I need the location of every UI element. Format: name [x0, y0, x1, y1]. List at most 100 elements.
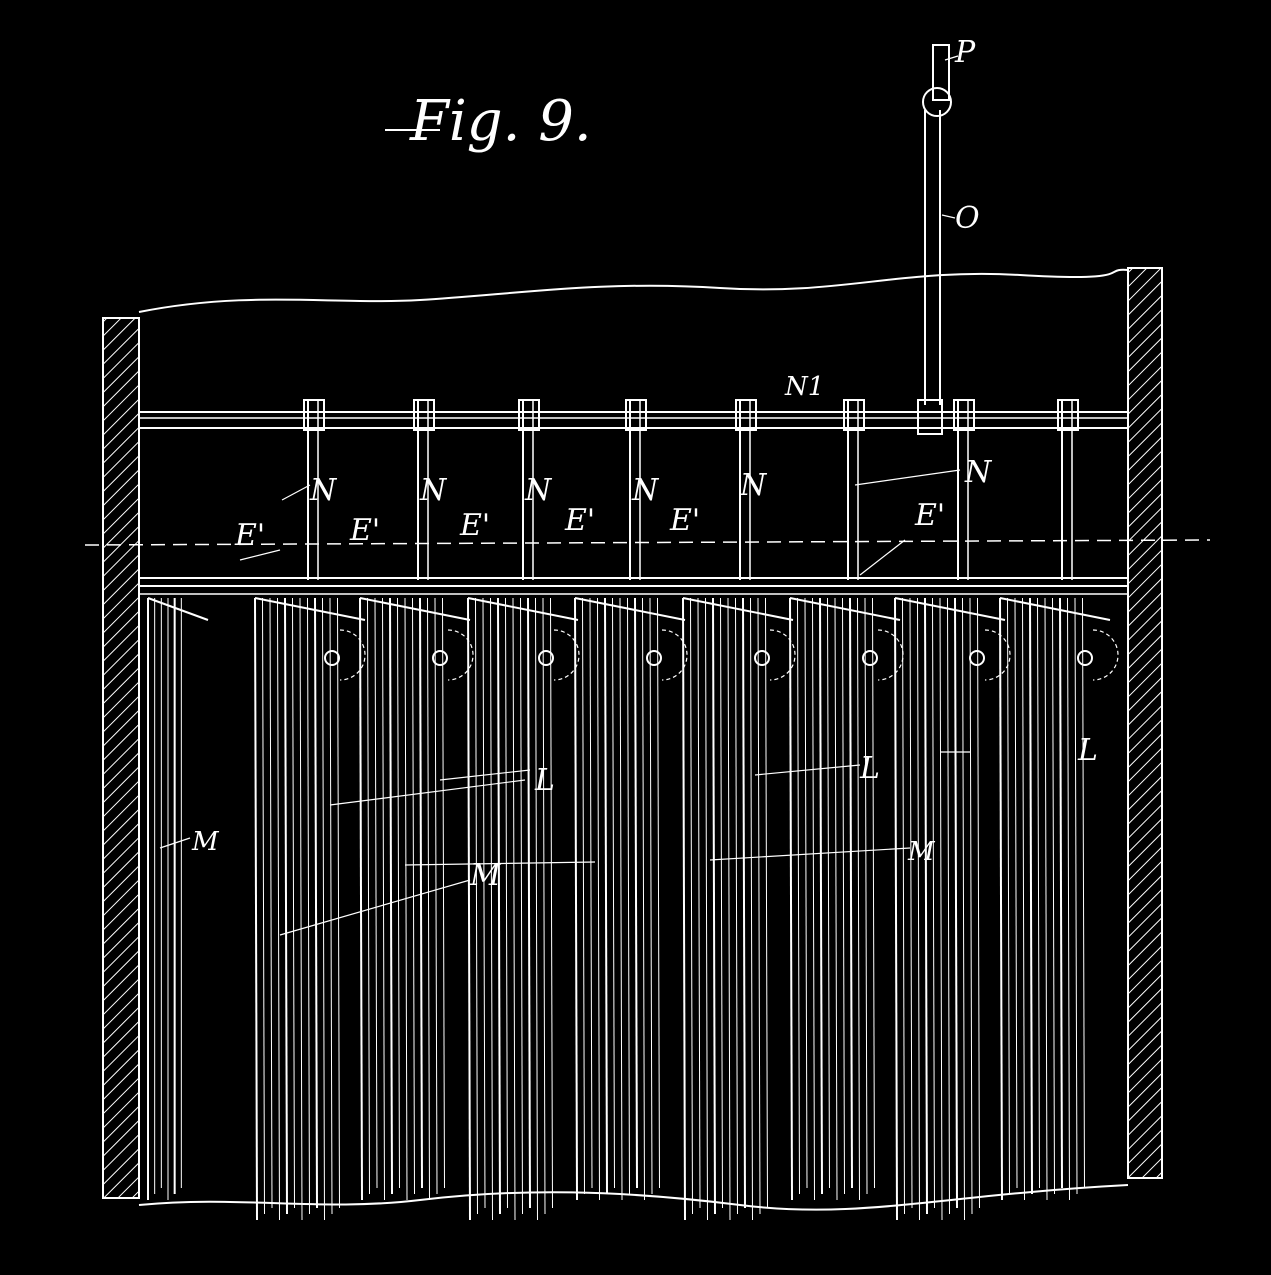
- blade-2-5: [284, 597, 288, 1215]
- label-n-3: N: [524, 473, 553, 508]
- post-clip-5: [735, 399, 757, 431]
- shutter-top-bar-8: [894, 597, 1006, 621]
- blade-6-11: [757, 597, 761, 1215]
- blade-3-6: [397, 597, 400, 1189]
- pivot-1: [324, 650, 340, 666]
- blade-9-3: [1014, 597, 1018, 1189]
- blade-7-3: [804, 597, 808, 1189]
- blade-3-2: [367, 597, 370, 1195]
- blade-2-4: [277, 597, 280, 1221]
- pivot-arc-1: [339, 629, 366, 681]
- blade-6-12: [765, 597, 768, 1209]
- label-n1: N1: [784, 372, 824, 402]
- blade-8-8: [947, 597, 950, 1215]
- blade-6-3: [697, 597, 701, 1209]
- blade-7-4: [812, 597, 815, 1201]
- blade-3-10: [427, 597, 430, 1201]
- label-e1-1: E': [234, 518, 265, 553]
- blade-8-10: [962, 597, 965, 1221]
- post-clip-8: [1057, 399, 1079, 431]
- pivot-arc-8: [1092, 629, 1119, 681]
- shutter-6: [682, 597, 794, 1221]
- blade-8-1: [894, 597, 898, 1221]
- blade-5-2: [582, 597, 585, 1195]
- blade-2-1: [254, 597, 258, 1221]
- label-n-6: N: [964, 455, 993, 490]
- blade-9-5: [1029, 597, 1033, 1195]
- blade-5-3: [589, 597, 593, 1189]
- blade-7-1: [789, 597, 793, 1201]
- shutter-1: [147, 597, 209, 1200]
- shutter-top-bar-4: [467, 597, 579, 621]
- blade-9-6: [1037, 597, 1040, 1189]
- handle-p: [932, 44, 950, 101]
- pivot-arc-3: [553, 629, 580, 681]
- blade-5-8: [627, 597, 630, 1195]
- blade-9-11: [1074, 597, 1078, 1195]
- shutter-9: [999, 597, 1111, 1201]
- blade-4-10: [535, 597, 538, 1221]
- blade-3-9: [419, 597, 423, 1189]
- blade-6-5: [712, 597, 716, 1215]
- shutter-top-bar-6: [682, 597, 794, 621]
- pivot-arc-4: [661, 629, 688, 681]
- vertical-posts: [303, 399, 1079, 580]
- blade-7-9: [849, 597, 853, 1189]
- blade-3-12: [442, 597, 445, 1189]
- blade-8-12: [977, 597, 980, 1209]
- rod-o: [917, 44, 952, 435]
- blade-5-5: [604, 597, 608, 1195]
- blade-6-7: [727, 597, 731, 1221]
- blade-7-12: [872, 597, 875, 1189]
- blade-5-11: [649, 597, 653, 1195]
- blade-4-12: [550, 597, 553, 1209]
- blade-4-6: [505, 597, 508, 1209]
- dashed-level-line: [84, 539, 1211, 546]
- blade-4-11: [542, 597, 546, 1215]
- break-line-top: [138, 268, 1129, 313]
- blade-2-10: [322, 597, 325, 1221]
- label-l-2: L: [859, 751, 880, 786]
- pivot-6: [862, 650, 878, 666]
- label-l-3: L: [1077, 733, 1098, 768]
- blade-5-12: [657, 597, 660, 1189]
- pivot-5: [754, 650, 770, 666]
- pivot-arc-6: [877, 629, 904, 681]
- post-clip-1: [303, 399, 325, 431]
- blade-3-3: [374, 597, 378, 1189]
- blade-9-9: [1059, 597, 1063, 1189]
- blade-7-8: [842, 597, 845, 1195]
- pivot-arc-2: [447, 629, 474, 681]
- shutter-top-bar-7: [789, 597, 901, 621]
- label-l-1: L: [534, 763, 555, 798]
- pivot-4: [646, 650, 662, 666]
- blade-8-9: [954, 597, 958, 1209]
- label-m-2: M: [469, 858, 502, 893]
- blade-4-2: [475, 597, 478, 1215]
- blade-5-9: [634, 597, 638, 1189]
- blade-5-6: [612, 597, 615, 1189]
- shutter-2: [254, 597, 366, 1221]
- blade-2-8: [307, 597, 310, 1215]
- shutter-8: [894, 597, 1006, 1221]
- shutter-panels: [147, 597, 1111, 1221]
- blade-6-10: [750, 597, 753, 1221]
- blade-8-2: [902, 597, 905, 1215]
- blade-9-2: [1007, 597, 1010, 1195]
- blade-6-1: [682, 597, 686, 1221]
- leader-lines: [159, 55, 970, 936]
- blade-9-4: [1022, 597, 1025, 1201]
- blade-4-8: [520, 597, 523, 1215]
- blade-9-1: [999, 597, 1003, 1201]
- pivot-2: [432, 650, 448, 666]
- blade-9-10: [1067, 597, 1070, 1201]
- blade-7-11: [864, 597, 868, 1195]
- blade-8-7: [939, 597, 943, 1221]
- figure-title: Fig. 9.: [409, 89, 592, 154]
- blade-6-9: [742, 597, 746, 1209]
- pivot-7: [969, 650, 985, 666]
- pivot-points: [324, 629, 1119, 681]
- blade-3-11: [434, 597, 438, 1195]
